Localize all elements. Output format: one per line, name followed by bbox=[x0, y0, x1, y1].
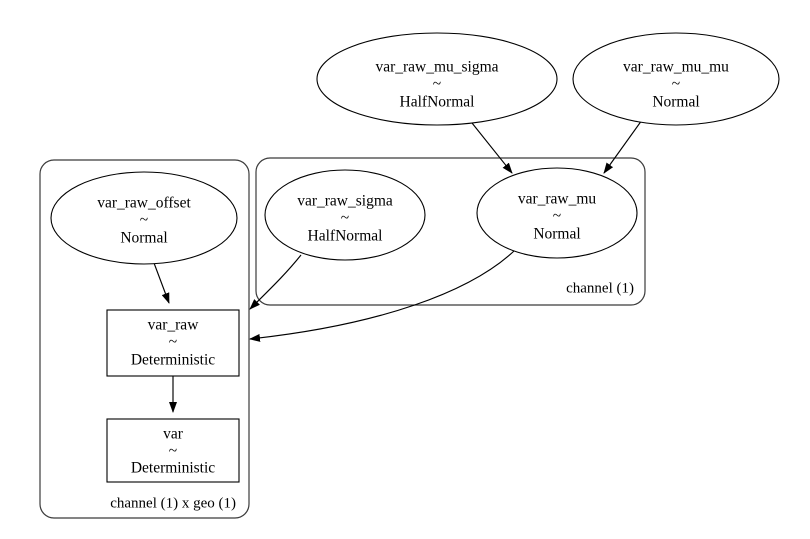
node-var-raw-mu-tilde: ~ bbox=[553, 208, 561, 225]
node-var-raw-mu-sigma-tilde: ~ bbox=[433, 76, 441, 93]
node-var-raw-offset-name: var_raw_offset bbox=[97, 195, 191, 212]
edge-var-raw-mu-to-var-raw bbox=[249, 250, 515, 342]
node-var-raw-mu-distribution: Normal bbox=[533, 226, 580, 243]
node-var-raw-distribution: Deterministic bbox=[131, 352, 215, 369]
node-var[interactable]: var ~ Deterministic bbox=[106, 418, 240, 483]
edge-var-raw-mu-mu-to-var-raw-mu bbox=[603, 119, 643, 174]
node-var-raw-mu-name: var_raw_mu bbox=[518, 191, 597, 208]
node-var-raw-name: var_raw bbox=[148, 317, 200, 334]
node-var-raw-tilde: ~ bbox=[169, 334, 177, 351]
node-var-raw-mu-mu-ellipse[interactable] bbox=[572, 32, 780, 126]
plate-channel-geo-label: channel (1) x geo (1) bbox=[110, 495, 236, 511]
node-var-raw-offset-ellipse[interactable] bbox=[50, 171, 238, 265]
node-var-raw-sigma-distribution: HalfNormal bbox=[308, 228, 383, 245]
node-var-raw-mu-mu[interactable]: var_raw_mu_mu ~ Normal bbox=[572, 32, 780, 126]
edge-var-raw-mu-sigma-to-var-raw-mu bbox=[471, 122, 513, 174]
node-var-raw-mu-sigma[interactable]: var_raw_mu_sigma ~ HalfNormal bbox=[316, 32, 558, 126]
node-var-tilde: ~ bbox=[169, 443, 177, 460]
node-var-raw[interactable]: var_raw ~ Deterministic bbox=[106, 309, 240, 377]
plate-channel-geo: channel (1) x geo (1) bbox=[39, 159, 250, 519]
node-var-raw-sigma[interactable]: var_raw_sigma ~ HalfNormal bbox=[264, 169, 426, 261]
node-var-raw-offset-distribution: Normal bbox=[120, 230, 167, 247]
node-var-raw-rect[interactable] bbox=[106, 309, 240, 377]
node-var-raw-mu-sigma-name: var_raw_mu_sigma bbox=[375, 59, 498, 76]
plate-channel-border bbox=[255, 157, 646, 306]
plate-channel-geo-border bbox=[39, 159, 250, 519]
plate-channel-label: channel (1) bbox=[566, 280, 634, 296]
node-var-rect[interactable] bbox=[106, 418, 240, 483]
node-var-raw-sigma-ellipse[interactable] bbox=[264, 169, 426, 261]
node-var-raw-offset[interactable]: var_raw_offset ~ Normal bbox=[50, 171, 238, 265]
node-var-raw-mu-mu-tilde: ~ bbox=[672, 76, 680, 93]
node-var-raw-mu-mu-distribution: Normal bbox=[652, 94, 699, 111]
node-var-raw-mu-mu-name: var_raw_mu_mu bbox=[623, 59, 729, 76]
node-var-raw-mu-sigma-ellipse[interactable] bbox=[316, 32, 558, 126]
node-var-raw-mu-sigma-distribution: HalfNormal bbox=[400, 94, 475, 111]
node-var-distribution: Deterministic bbox=[131, 460, 215, 477]
node-var-name: var bbox=[163, 426, 184, 443]
edge-var-raw-sigma-to-var-raw bbox=[249, 254, 302, 310]
node-var-raw-sigma-name: var_raw_sigma bbox=[297, 193, 393, 210]
node-var-raw-offset-tilde: ~ bbox=[140, 212, 148, 229]
plate-channel: channel (1) bbox=[255, 157, 646, 306]
node-var-raw-sigma-tilde: ~ bbox=[341, 210, 349, 227]
edge-var-raw-offset-to-var-raw bbox=[153, 262, 170, 304]
node-var-raw-mu[interactable]: var_raw_mu ~ Normal bbox=[476, 167, 638, 259]
node-var-raw-mu-ellipse[interactable] bbox=[476, 167, 638, 259]
